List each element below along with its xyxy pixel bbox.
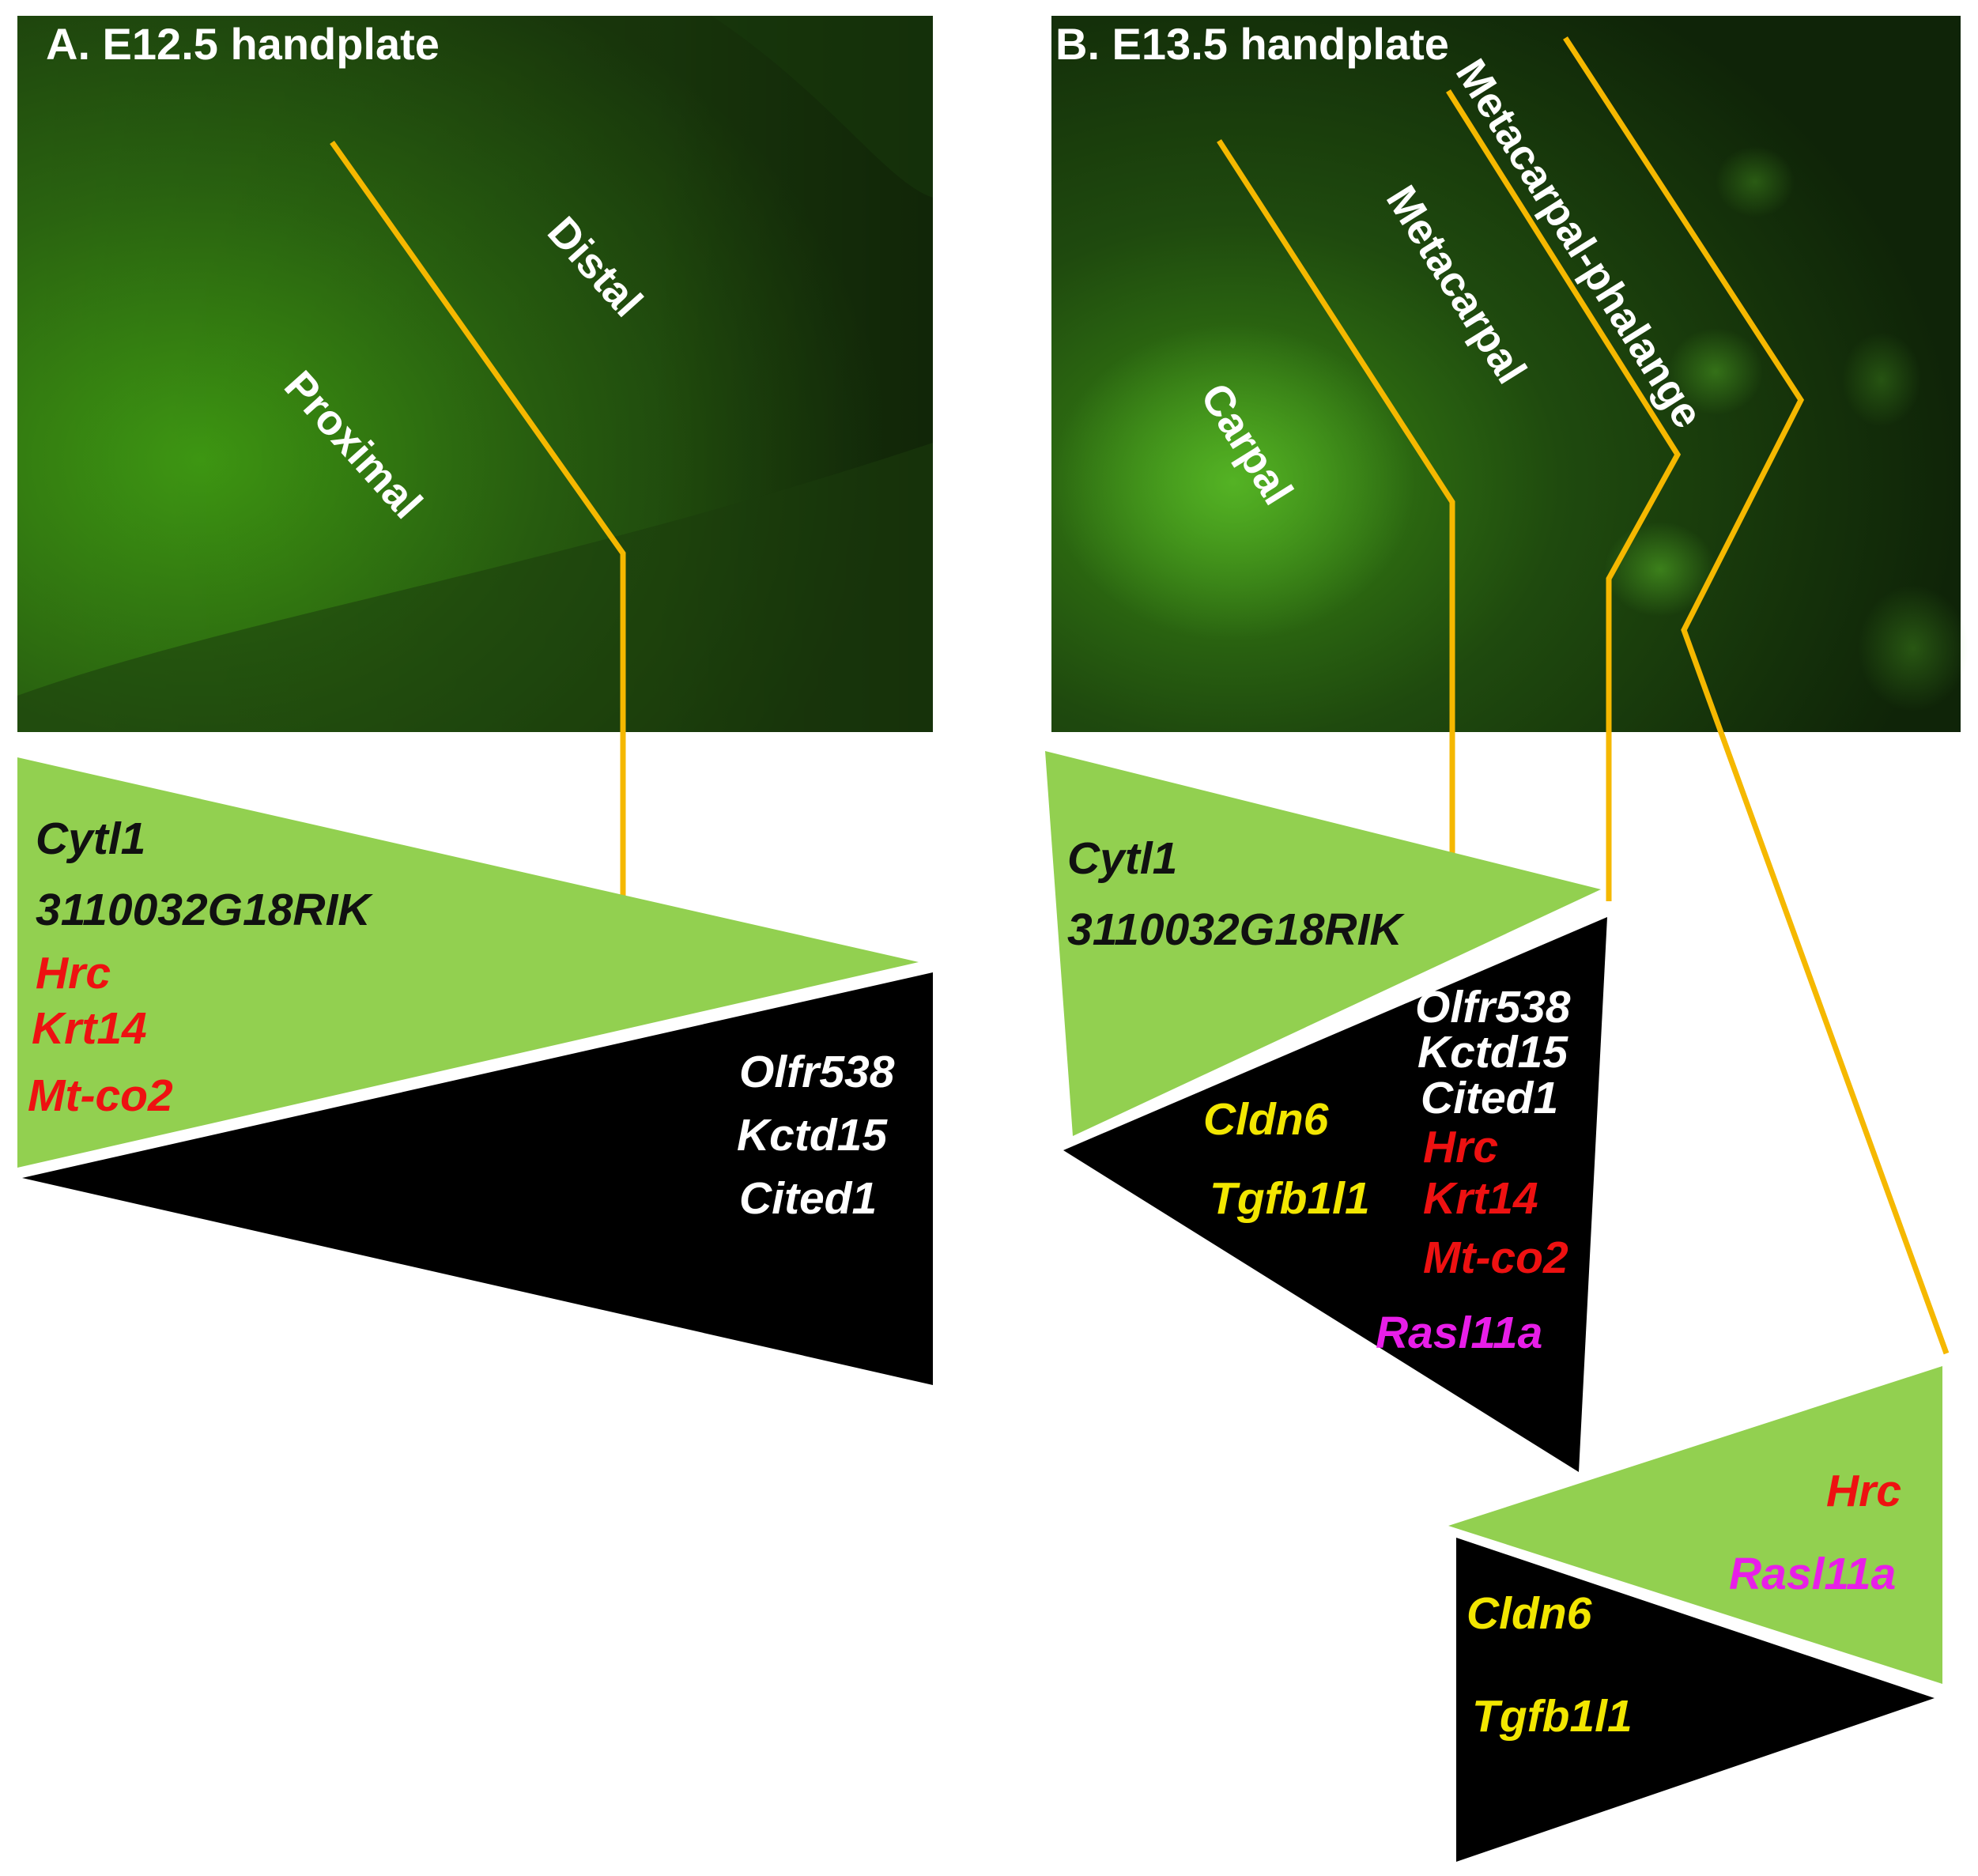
boundary-line-metacarpal-phalange	[1446, 89, 1682, 901]
black-triangle-gene-list: Olfr538 Kctd15 Cited1	[737, 1047, 895, 1224]
green-gradient-triangle	[17, 757, 919, 1168]
gene-label: Rasl11a	[1729, 1549, 1896, 1599]
gene-label: Olfr538	[739, 1047, 895, 1097]
panel-b: B. E13.5 handplate Carpal Metacarpal Met…	[1045, 16, 1969, 1862]
lower-green-triangle	[1448, 1366, 1942, 1684]
panel-a-title: A. E12.5 handplate	[46, 19, 440, 69]
gene-label: Krt14	[1423, 1173, 1538, 1224]
upper-black-gene-list: Olfr538 Kctd15 Cited1 Hrc Krt14 Mt-co2 R…	[1203, 982, 1571, 1358]
lower-black-triangle	[1456, 1538, 1935, 1862]
panel-b-title: B. E13.5 handplate	[1055, 19, 1449, 69]
panel-b-micrograph	[1051, 16, 1969, 732]
gene-label: Rasl11a	[1376, 1308, 1542, 1358]
gene-label: Kctd15	[1417, 1027, 1568, 1078]
gene-label: Olfr538	[1415, 982, 1571, 1032]
gene-label: Tgfb1l1	[1472, 1691, 1633, 1742]
boundary-line-proximal-distal	[330, 140, 626, 897]
green-triangle-gene-list: Cytl1 3110032G18RIK Hrc Krt14 Mt-co2	[28, 813, 373, 1121]
gene-label: Cldn6	[1203, 1094, 1329, 1145]
gene-label: Cited1	[1421, 1073, 1558, 1123]
gene-label: Hrc	[36, 948, 111, 998]
gene-label: Cited1	[739, 1173, 877, 1224]
lower-black-gene-list: Cldn6 Tgfb1l1	[1467, 1588, 1633, 1742]
black-gradient-triangle	[22, 972, 933, 1385]
upper-black-triangle	[1063, 917, 1607, 1472]
boundary-line-phalange-tip	[1563, 36, 1950, 1355]
gene-label: Mt-co2	[1423, 1232, 1568, 1283]
gene-label: Cytl1	[36, 813, 145, 864]
gene-label: Hrc	[1423, 1122, 1498, 1172]
gene-label: Cldn6	[1467, 1588, 1592, 1639]
lower-green-gene-list: Hrc Rasl11a	[1729, 1466, 1901, 1599]
boundary-line-carpal-metacarpal	[1217, 139, 1455, 856]
upper-green-gene-list: Cytl1 3110032G18RIK	[1067, 833, 1405, 955]
gene-label: Cytl1	[1067, 833, 1177, 884]
gene-label: 3110032G18RIK	[1067, 904, 1405, 955]
gene-label: Mt-co2	[28, 1070, 173, 1121]
gene-label: 3110032G18RIK	[36, 885, 373, 935]
gene-label: Kctd15	[737, 1110, 888, 1161]
gene-label: Hrc	[1826, 1466, 1901, 1516]
gene-label: Krt14	[32, 1003, 147, 1054]
panel-a: A. E12.5 handplate Distal Proximal Cytl1…	[17, 16, 933, 1385]
upper-green-triangle	[1045, 751, 1601, 1136]
panel-a-micrograph	[17, 16, 933, 732]
gene-label: Tgfb1l1	[1210, 1173, 1370, 1224]
